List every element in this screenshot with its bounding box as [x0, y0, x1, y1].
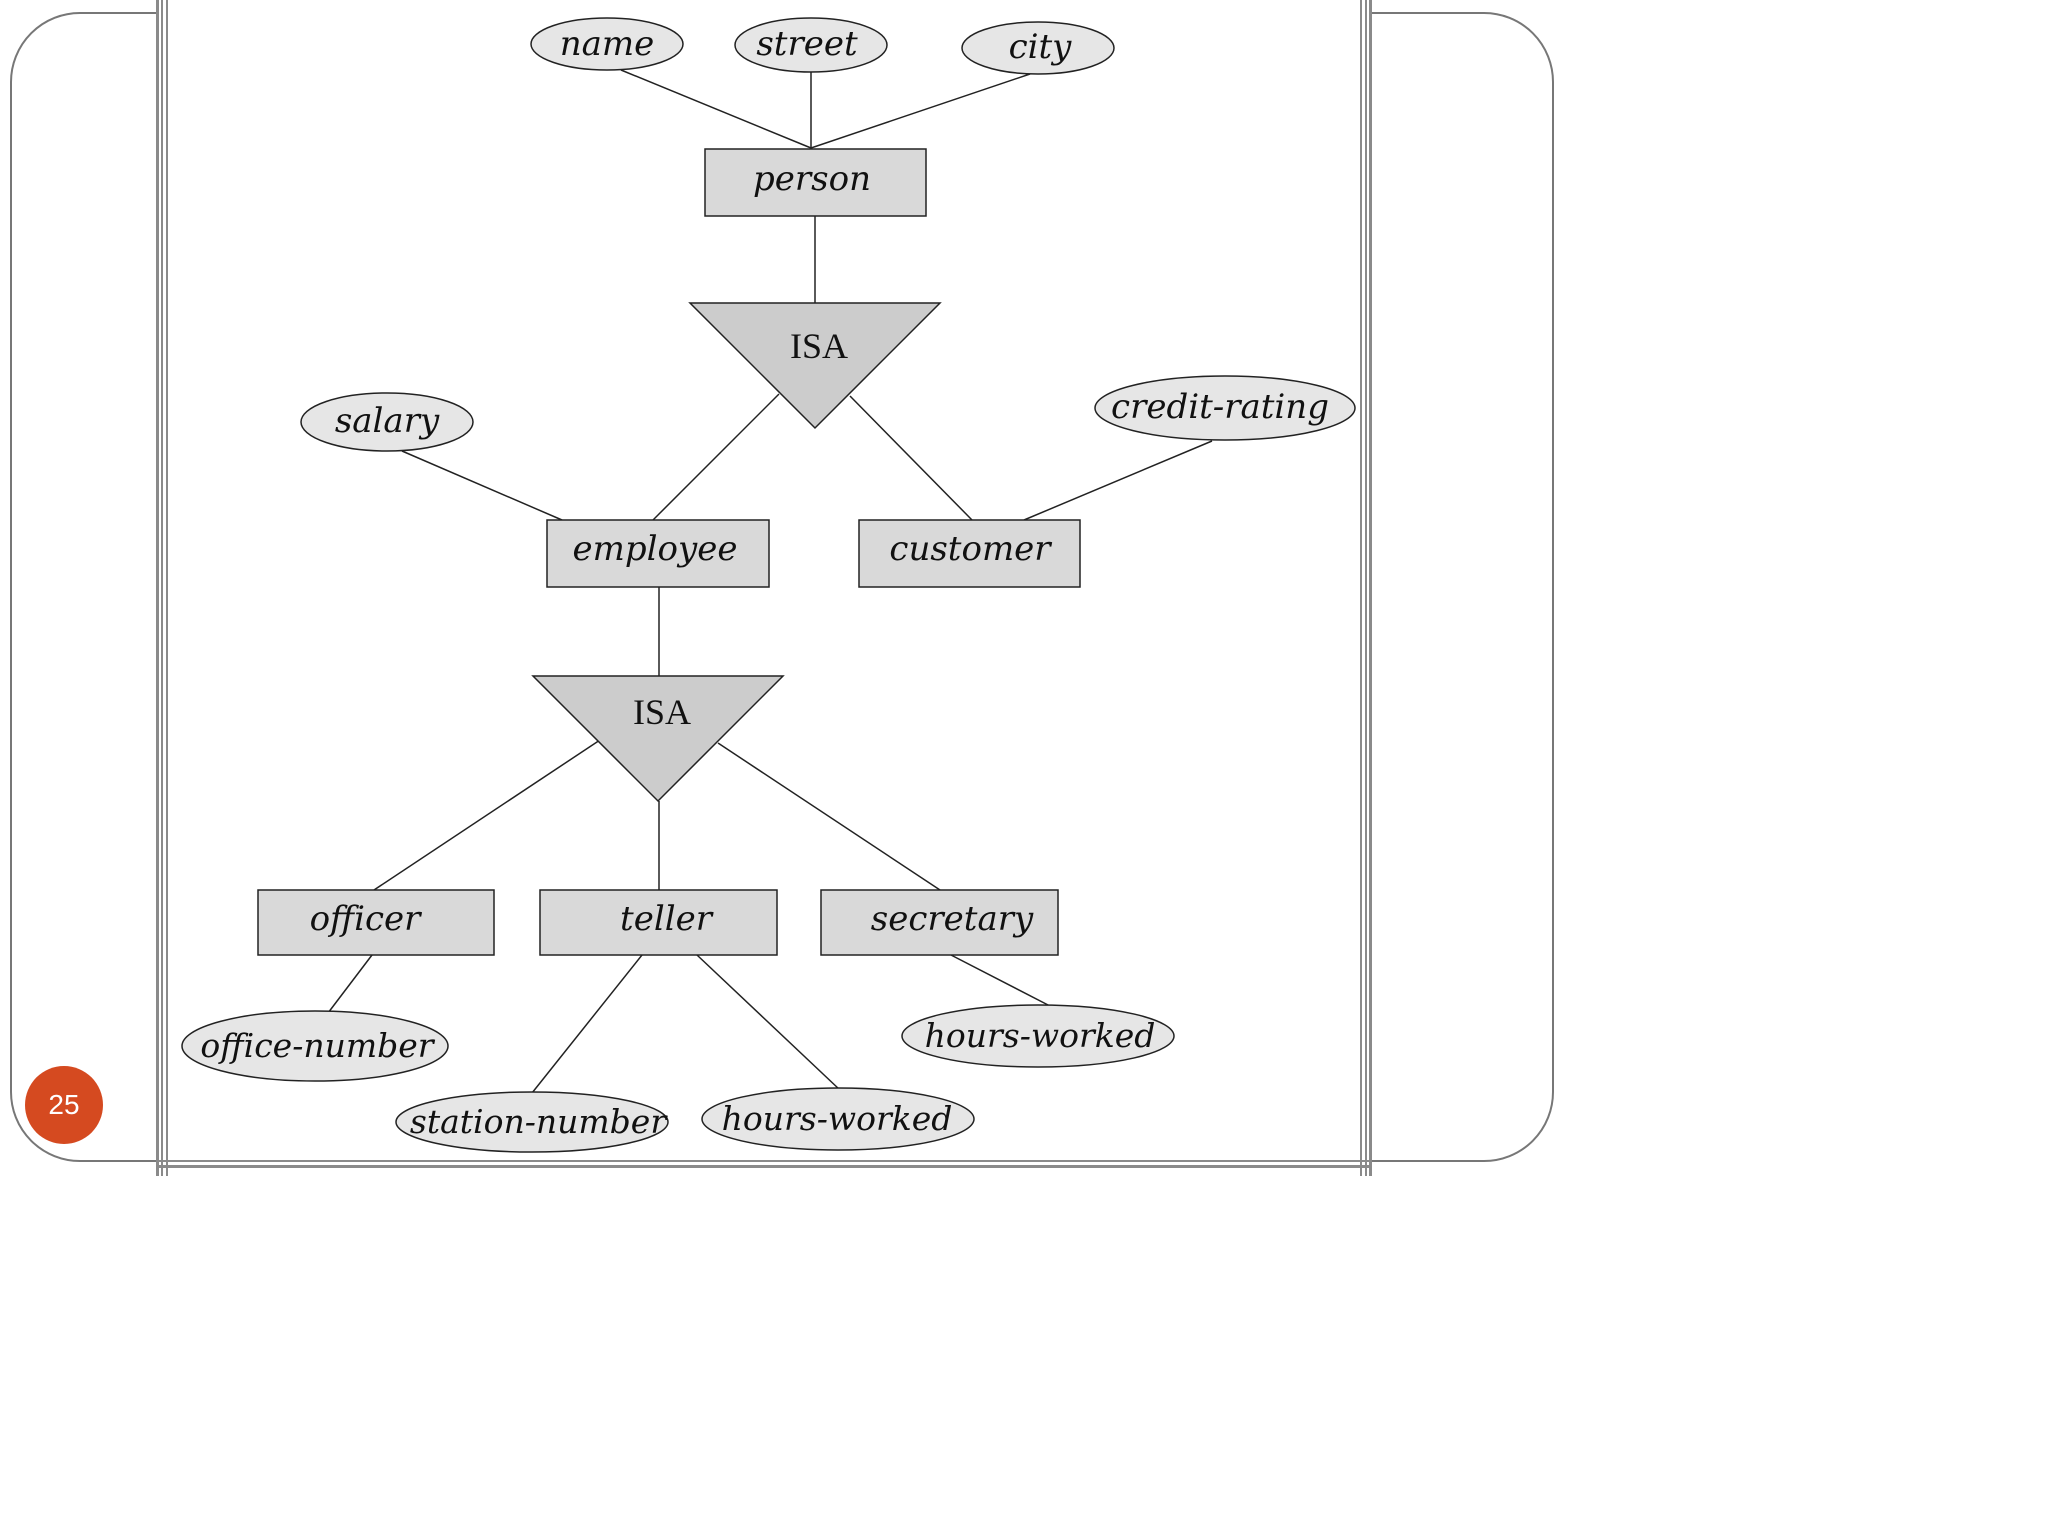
- er-diagram: name street city person ISA salary credi…: [181, 17, 1356, 1153]
- line-teller-hours-worked: [696, 954, 841, 1091]
- isa-top-triangle: [688, 302, 942, 430]
- isa-top-label: ISA: [790, 326, 848, 366]
- connector-lines: [327, 69, 1213, 1094]
- diagram-labels: name street city person ISA salary credi…: [200, 24, 1329, 1141]
- entity-employee-label: employee: [573, 529, 738, 569]
- attribute-secretary-hours-worked-ellipse: [901, 1004, 1175, 1068]
- attribute-teller-hours-worked-ellipse: [701, 1087, 975, 1151]
- line-salary-employee: [401, 450, 563, 521]
- attribute-office-number-label: office-number: [200, 1026, 435, 1065]
- panel-left-border: [156, 0, 159, 1176]
- panel-left-border-inner-2: [166, 0, 168, 1176]
- attribute-credit-rating-label: credit-rating: [1111, 387, 1329, 427]
- entity-employee-rect: [546, 519, 770, 588]
- attribute-city-label: city: [1009, 27, 1073, 67]
- attribute-salary-ellipse: [300, 392, 474, 452]
- entity-officer-label: officer: [310, 899, 423, 939]
- entity-secretary-label: secretary: [871, 899, 1034, 939]
- line-officer-office-number: [327, 954, 373, 1014]
- page-number-badge: 25: [25, 1066, 103, 1144]
- entity-teller-rect: [539, 889, 778, 956]
- attribute-station-number-label: station-number: [410, 1102, 668, 1141]
- line-city-person: [810, 73, 1031, 149]
- panel-bottom-border-inner: [156, 1160, 1372, 1162]
- attribute-name-ellipse: [530, 17, 684, 71]
- attribute-credit-rating-ellipse: [1094, 375, 1356, 441]
- entity-secretary-rect: [820, 889, 1059, 956]
- entity-customer-rect: [858, 519, 1081, 588]
- line-isa-secretary: [717, 742, 941, 891]
- line-credit-rating-customer: [1023, 440, 1213, 521]
- panel-right-border-inner: [1365, 0, 1367, 1176]
- entity-officer-rect: [257, 889, 495, 956]
- isa-bottom-triangle: [531, 675, 785, 803]
- panel-bottom-border: [156, 1165, 1372, 1168]
- attribute-ellipses: [181, 17, 1356, 1153]
- entity-person-label: person: [753, 159, 871, 199]
- isa-triangles: [531, 302, 942, 803]
- panel-right-border: [1369, 0, 1372, 1176]
- attribute-city-ellipse: [961, 21, 1115, 75]
- attribute-station-number-ellipse: [395, 1091, 669, 1153]
- entity-teller-label: teller: [620, 899, 714, 939]
- panel-left-border-inner: [161, 0, 163, 1176]
- attribute-street-label: street: [756, 24, 858, 64]
- attribute-secretary-hours-worked-label: hours-worked: [925, 1016, 1156, 1055]
- attribute-salary-label: salary: [335, 401, 440, 441]
- attribute-name-label: name: [560, 24, 655, 64]
- slide: name street city person ISA salary credi…: [10, 0, 1554, 1176]
- line-isa-customer: [849, 395, 973, 521]
- line-isa-officer: [373, 739, 601, 891]
- attribute-teller-hours-worked-label: hours-worked: [722, 1099, 953, 1138]
- entity-rectangles: [257, 148, 1081, 956]
- line-secretary-hours-worked: [950, 954, 1051, 1007]
- line-isa-employee: [652, 393, 780, 521]
- isa-bottom-label: ISA: [633, 692, 691, 732]
- entity-person-rect: [704, 148, 927, 217]
- panel-right-border-inner-2: [1360, 0, 1362, 1176]
- attribute-street-ellipse: [734, 17, 888, 73]
- attribute-office-number-ellipse: [181, 1010, 449, 1082]
- line-teller-station-number: [531, 954, 643, 1094]
- entity-customer-label: customer: [889, 529, 1052, 569]
- line-name-person: [620, 69, 812, 149]
